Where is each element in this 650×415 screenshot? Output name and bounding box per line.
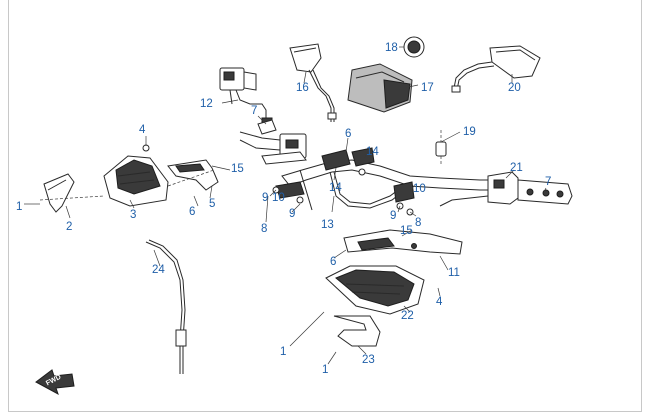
part-small-cover	[43, 173, 75, 213]
callout-2: 2	[66, 221, 72, 233]
part-clamp-right	[393, 181, 415, 216]
part-right-handguard	[325, 265, 425, 315]
callout-1: 1	[322, 364, 328, 376]
callout-9: 9	[262, 192, 268, 204]
callout-21: 21	[510, 162, 523, 174]
part-cable	[145, 239, 187, 374]
callout-8: 8	[261, 223, 267, 235]
callout-11: 11	[448, 267, 460, 279]
part-switch-assembly	[219, 67, 273, 127]
callout-3: 3	[130, 209, 136, 221]
part-cap	[399, 36, 425, 58]
callout-14: 14	[366, 146, 379, 158]
callout-6: 6	[330, 256, 336, 268]
callout-16: 16	[296, 82, 309, 94]
callout-12: 12	[200, 98, 213, 110]
callout-22: 22	[401, 310, 414, 322]
callout-10: 10	[413, 183, 426, 195]
callout-17: 17	[421, 82, 434, 94]
callout-6: 6	[345, 128, 351, 140]
part-clamp-left	[272, 181, 305, 204]
callout-4: 4	[139, 124, 146, 136]
part-sensor	[435, 130, 447, 166]
callout-1: 1	[280, 346, 286, 358]
part-handlebar	[281, 159, 493, 209]
callout-15: 15	[400, 225, 413, 237]
part-left-handguard	[103, 144, 169, 207]
callout-labels: 1 2 3 4 4 5 6 6 6 7 7 8 8 9 9 9 10 10 11…	[16, 42, 551, 376]
callout-5: 5	[209, 198, 215, 210]
part-right-small-cover	[333, 315, 381, 347]
fwd-arrow-icon	[35, 369, 75, 396]
callout-19: 19	[463, 126, 476, 138]
callout-20: 20	[508, 82, 521, 94]
part-guard-bracket	[167, 159, 219, 191]
callout-13: 13	[321, 219, 334, 231]
callout-4: 4	[436, 296, 443, 308]
callout-10: 10	[272, 192, 285, 204]
callout-7: 7	[545, 176, 551, 188]
part-left-mirror	[289, 43, 337, 122]
leader-lines	[24, 71, 547, 365]
callout-7: 7	[251, 105, 257, 117]
callout-6: 6	[189, 206, 195, 218]
callout-14: 14	[329, 182, 342, 194]
callout-8: 8	[415, 217, 421, 229]
callout-1: 1	[16, 201, 22, 213]
callout-23: 23	[362, 354, 375, 366]
callout-9: 9	[289, 208, 295, 220]
callout-9: 9	[390, 210, 396, 222]
part-right-switch	[439, 171, 573, 207]
part-left-lever	[239, 119, 313, 211]
callout-15: 15	[231, 163, 244, 175]
callout-18: 18	[385, 42, 398, 54]
diagram-frame	[8, 0, 642, 412]
callout-24: 24	[152, 264, 165, 276]
part-cover	[347, 63, 413, 113]
part-right-bracket	[343, 229, 463, 255]
part-right-mirror	[451, 45, 541, 93]
